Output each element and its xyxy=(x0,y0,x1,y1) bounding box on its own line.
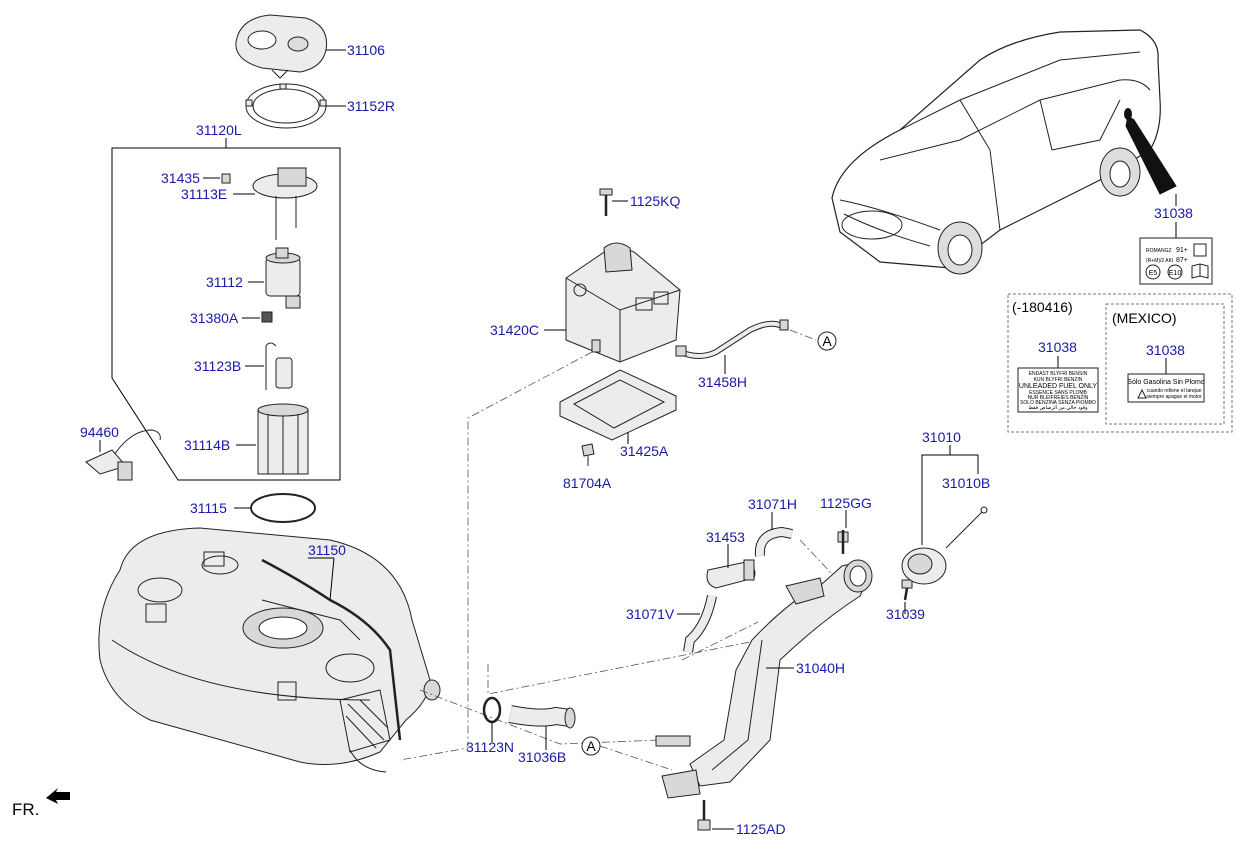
label-31071H: 31071H xyxy=(748,496,797,512)
label-31152R: 31152R xyxy=(347,98,395,114)
decal-b-line1: Sólo Gasolina Sin Plomo xyxy=(1127,379,1205,386)
reference-a-top-label: A xyxy=(822,333,832,349)
label-31010B: 31010B xyxy=(942,475,990,491)
decal-main-e5: E5 xyxy=(1149,270,1158,277)
decal-main-row2-value: 87+ xyxy=(1176,257,1188,264)
label-31420C: 31420C xyxy=(490,322,539,338)
pump-cover-31106 xyxy=(235,14,328,79)
pump-module-bracket xyxy=(111,147,341,481)
variant-mexico-box xyxy=(1105,303,1225,425)
vent-hose-31458H xyxy=(675,319,789,359)
label-31038-car: 31038 xyxy=(1154,205,1193,221)
decal-a-line5: NUR BLEIFREIES BENZIN xyxy=(1028,395,1089,401)
label-1125KQ: 1125KQ xyxy=(630,193,680,209)
front-direction-indicator: FR. xyxy=(12,788,70,819)
fuel-cap-31010 xyxy=(901,547,947,585)
reference-a-bottom: A xyxy=(581,736,601,756)
filler-pipe-31040H xyxy=(655,559,873,799)
wiring-harness-94460 xyxy=(85,429,161,481)
decal-a-line4: ESSENCE SANS PLOMB xyxy=(1029,390,1087,396)
label-31458H: 31458H xyxy=(698,374,747,390)
label-31010: 31010 xyxy=(922,429,961,445)
label-31123B: 31123B xyxy=(194,358,241,374)
label-31150: 31150 xyxy=(308,542,346,558)
fuel-decal-b: Sólo Gasolina Sin Plomo cuando rellene e… xyxy=(1127,373,1205,403)
valve-31453 xyxy=(706,559,756,589)
label-31425A: 31425A xyxy=(620,443,669,459)
label-31036B: 31036B xyxy=(518,749,566,765)
label-31115: 31115 xyxy=(190,500,227,516)
reservoir-31114B xyxy=(257,403,309,475)
fuel-pump-31112 xyxy=(265,247,301,309)
bolt-1125GG xyxy=(837,530,849,554)
fuel-decal-a: ENDAST BLYFRI BENSIN KUN BLYFRI BENZIN U… xyxy=(1017,367,1099,413)
label-31038-b: 31038 xyxy=(1146,342,1185,358)
label-31038-a: 31038 xyxy=(1038,339,1077,355)
fuel-decal-main: ROMANGZ 91+ (R+M)/2 AKI 87+ E5 E10 xyxy=(1139,237,1213,285)
vehicle-illustration xyxy=(831,29,1177,275)
label-31120L: 31120L xyxy=(196,122,242,138)
label-31435: 31435 xyxy=(161,170,200,186)
seal-ring-31115 xyxy=(250,493,316,523)
label-31113E: 31113E xyxy=(181,186,227,202)
clip-81704A xyxy=(581,443,595,466)
decal-main-row1-value: 91+ xyxy=(1176,247,1188,254)
decal-main-row1-left: ROMANGZ xyxy=(1146,248,1172,254)
decal-a-line2: KUN BLYFRI BENZIN xyxy=(1034,377,1083,383)
clamp-31123N xyxy=(482,696,502,724)
reference-a-bottom-label: A xyxy=(586,738,596,754)
decal-a-line7: وقود خالي من الرصاص فقط xyxy=(1028,405,1088,411)
fuel-tank-31150 xyxy=(98,527,441,773)
label-1125GG: 1125GG xyxy=(820,495,872,511)
label-31453: 31453 xyxy=(706,529,745,545)
decal-b-line3: siempre apague el motor xyxy=(1146,394,1202,400)
filter-31123B xyxy=(265,342,293,390)
variant-label-mexico: (MEXICO) xyxy=(1112,310,1177,326)
bolt-1125KQ xyxy=(599,188,613,216)
hose-31036B xyxy=(508,705,576,729)
decal-main-row2-left: (R+M)/2 AKI xyxy=(1146,258,1173,264)
label-31040H: 31040H xyxy=(796,660,845,676)
tether-31010B xyxy=(945,506,988,549)
bolt-1125AD xyxy=(697,800,711,831)
front-label: FR. xyxy=(12,800,39,819)
clip-31435 xyxy=(221,173,231,184)
variant-label-date: (-180416) xyxy=(1012,299,1073,315)
connector-31380A xyxy=(261,311,273,323)
decal-a-line1: ENDAST BLYFRI BENSIN xyxy=(1029,371,1088,377)
label-31039: 31039 xyxy=(886,606,925,622)
decal-main-e10: E10 xyxy=(1169,270,1182,277)
label-81704A: 81704A xyxy=(563,475,612,491)
front-arrow-icon xyxy=(46,788,70,804)
label-31112: 31112 xyxy=(206,274,243,290)
label-31123N: 31123N xyxy=(466,739,514,755)
reference-a-top: A xyxy=(817,331,837,351)
hose-31071V xyxy=(683,594,717,653)
label-31071V: 31071V xyxy=(626,606,675,622)
pump-flange-31113E xyxy=(252,167,318,240)
label-94460: 94460 xyxy=(80,424,119,440)
decal-a-line3: UNLEADED FUEL ONLY xyxy=(1019,383,1098,390)
canister-31420C xyxy=(565,242,681,363)
hose-31071H xyxy=(754,526,793,557)
canister-bracket-31425A xyxy=(559,369,677,441)
bolt-31039 xyxy=(901,579,913,601)
decal-b-line2: cuando rellene el tanque xyxy=(1147,388,1202,394)
variant-outer-box xyxy=(1007,293,1233,433)
decal-a-line6: SOLO BENZINA SENZA PIOMBO xyxy=(1020,400,1096,406)
label-31380A: 31380A xyxy=(190,310,239,326)
lock-ring-31152R xyxy=(245,83,327,129)
label-31114B: 31114B xyxy=(184,437,230,453)
label-31106: 31106 xyxy=(347,42,385,58)
label-1125AD: 1125AD xyxy=(736,821,786,837)
